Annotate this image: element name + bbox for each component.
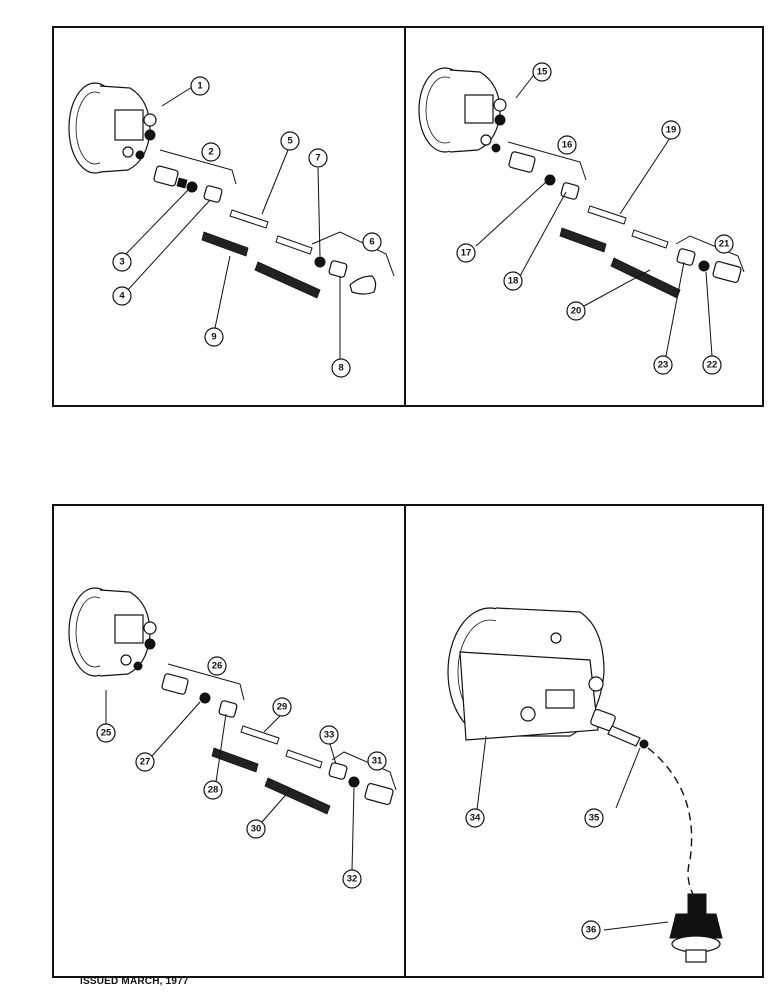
svg-text:16: 16: [562, 140, 573, 151]
callout-35: 35: [584, 808, 604, 828]
callout-26: 26: [207, 656, 227, 676]
callout-6: 6: [362, 232, 382, 252]
svg-text:8: 8: [338, 363, 343, 374]
issued-date-footer: ISSUED MARCH, 1977: [80, 976, 189, 987]
svg-text:7: 7: [315, 153, 320, 164]
callout-7: 7: [308, 148, 328, 168]
callout-1: 1: [190, 76, 210, 96]
callout-20: 20: [566, 301, 586, 321]
callout-32: 32: [342, 869, 362, 889]
callout-18: 18: [503, 271, 523, 291]
callout-25: 25: [96, 723, 116, 743]
callout-21: 21: [714, 234, 734, 254]
panel-bottom-right: 34 35 36: [447, 607, 723, 963]
svg-text:33: 33: [324, 730, 335, 741]
svg-text:23: 23: [658, 360, 669, 371]
callout-2: 2: [201, 142, 221, 162]
svg-text:9: 9: [211, 332, 216, 343]
svg-text:29: 29: [277, 702, 288, 713]
svg-text:36: 36: [586, 925, 597, 936]
callout-23: 23: [653, 355, 673, 375]
sender-connector-icon: [590, 708, 649, 749]
callout-9: 9: [204, 327, 224, 347]
svg-text:26: 26: [212, 661, 223, 672]
callout-34: 34: [465, 808, 485, 828]
panel-frames: [52, 26, 764, 978]
svg-text:1: 1: [197, 81, 203, 92]
callout-29: 29: [272, 697, 292, 717]
panel-bottom-left: 25 26 27 28 29 30 33 31 32: [68, 587, 397, 889]
svg-text:2: 2: [208, 147, 213, 158]
sender-unit-icon: [669, 893, 723, 963]
gauge-icon: [68, 82, 157, 174]
svg-text:20: 20: [571, 306, 582, 317]
svg-text:27: 27: [140, 757, 151, 768]
callout-3: 3: [112, 252, 132, 272]
svg-text:25: 25: [101, 728, 112, 739]
svg-text:35: 35: [589, 813, 600, 824]
svg-text:30: 30: [251, 824, 262, 835]
callout-27: 27: [135, 752, 155, 772]
callout-5: 5: [280, 131, 300, 151]
callout-22: 22: [702, 355, 722, 375]
gauge-icon: [447, 607, 605, 741]
gauge-icon: [68, 587, 157, 677]
svg-text:4: 4: [119, 291, 125, 302]
gauge-icon: [418, 67, 507, 153]
svg-text:21: 21: [719, 239, 730, 250]
svg-text:22: 22: [707, 360, 718, 371]
svg-text:34: 34: [470, 813, 481, 824]
callout-8: 8: [331, 358, 351, 378]
svg-text:5: 5: [287, 136, 293, 147]
callout-33: 33: [319, 725, 339, 745]
svg-text:15: 15: [537, 67, 548, 78]
callout-16: 16: [557, 135, 577, 155]
svg-text:17: 17: [461, 248, 472, 259]
svg-text:19: 19: [666, 125, 677, 136]
panel-top-right: 15 16 17 18 19 20 21 23 22: [418, 62, 745, 375]
svg-text:32: 32: [347, 874, 358, 885]
callout-28: 28: [203, 780, 223, 800]
callout-30: 30: [246, 819, 266, 839]
callout-19: 19: [661, 120, 681, 140]
callout-4: 4: [112, 286, 132, 306]
svg-text:28: 28: [208, 785, 219, 796]
callout-36: 36: [581, 920, 601, 940]
svg-text:18: 18: [508, 276, 519, 287]
panel-top-left: 1 2 3 4 5 7 6 9 8: [68, 76, 395, 378]
callout-15: 15: [532, 62, 552, 82]
svg-text:6: 6: [369, 237, 374, 248]
svg-text:31: 31: [372, 756, 383, 767]
svg-text:3: 3: [119, 257, 124, 268]
callout-17: 17: [456, 243, 476, 263]
callout-31: 31: [367, 751, 387, 771]
